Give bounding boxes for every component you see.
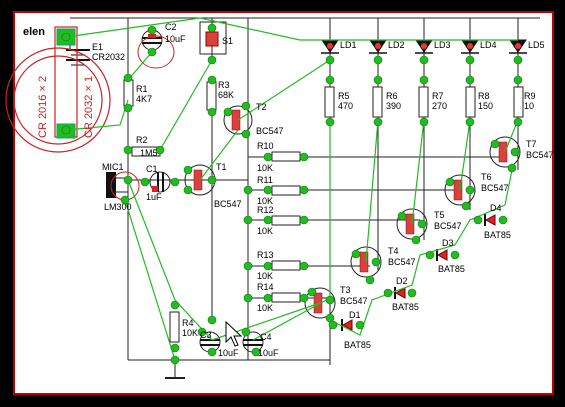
r4-label: R4 bbox=[182, 318, 194, 328]
t6-label: T6 bbox=[481, 172, 492, 182]
r10-label: R10 bbox=[257, 141, 274, 151]
r1-value: 4K7 bbox=[136, 94, 152, 104]
t2-label: T2 bbox=[256, 102, 267, 112]
r13-value: 10K bbox=[257, 271, 273, 281]
r6-label: R6 bbox=[386, 91, 398, 101]
d2-label: D2 bbox=[396, 276, 408, 286]
c2-value: 10uF bbox=[165, 34, 186, 44]
r12-value: 10K bbox=[257, 226, 273, 236]
r3-value: 68K bbox=[218, 90, 234, 100]
r7-value: 270 bbox=[432, 101, 447, 111]
t1-value: BC547 bbox=[214, 199, 242, 209]
r2-value: 1M5 bbox=[140, 148, 158, 158]
s1-label: S1 bbox=[222, 36, 233, 46]
green-pads bbox=[61, 23, 523, 365]
r7-label: R7 bbox=[432, 91, 444, 101]
t3-label: T3 bbox=[340, 285, 351, 295]
mouse-cursor-icon bbox=[225, 320, 243, 347]
t3-value: BC547 bbox=[340, 296, 368, 306]
r5-value: 470 bbox=[338, 101, 353, 111]
t4-value: BC547 bbox=[388, 257, 416, 267]
t7-value: BC547 bbox=[526, 150, 554, 160]
battery-ref: E1 bbox=[92, 42, 103, 52]
t6-value: BC547 bbox=[481, 183, 509, 193]
led-symbols bbox=[321, 39, 527, 54]
c4-label: C4 bbox=[260, 332, 272, 342]
r14-value: 10K bbox=[257, 303, 273, 313]
battery-note-2: CR 2032 × 1 bbox=[83, 76, 95, 138]
battery-pads bbox=[56, 28, 76, 139]
t4-label: T4 bbox=[388, 246, 399, 256]
r4-value: 10K bbox=[182, 328, 198, 338]
d1-label: D1 bbox=[349, 310, 361, 320]
schematic-traces bbox=[70, 17, 540, 379]
r11-label: R11 bbox=[257, 175, 273, 185]
led-label-5: LD5 bbox=[528, 40, 545, 50]
r6-value: 390 bbox=[386, 101, 401, 111]
d1-value: BAT85 bbox=[344, 340, 371, 350]
r8-label: R8 bbox=[478, 91, 490, 101]
led-label-3: LD3 bbox=[434, 40, 451, 50]
d4-label: D4 bbox=[490, 203, 502, 213]
d3-value: BAT85 bbox=[438, 264, 465, 274]
r12-label: R12 bbox=[257, 205, 274, 215]
c2-label: C2 bbox=[165, 22, 177, 32]
d3-label: D3 bbox=[442, 238, 454, 248]
switch-symbol bbox=[199, 21, 227, 55]
led-label-1: LD1 bbox=[340, 40, 357, 50]
r3-label: R3 bbox=[218, 80, 230, 90]
r2-label: R2 bbox=[136, 135, 148, 145]
c3-value: 10uF bbox=[218, 348, 239, 358]
d4-value: BAT85 bbox=[484, 230, 511, 240]
c1-label: C1 bbox=[146, 164, 158, 174]
r9-label: R9 bbox=[524, 91, 536, 101]
c4-value: 10uF bbox=[258, 348, 279, 358]
mic-ref: MIC1 bbox=[102, 162, 124, 172]
led-label-2: LD2 bbox=[388, 40, 405, 50]
r14-label: R14 bbox=[257, 282, 274, 292]
battery-outline bbox=[5, 26, 111, 153]
microphone-symbol bbox=[106, 172, 128, 198]
labels: elen E1 CR2032 CR 2016 × 2 CR 2032 × 1 C… bbox=[23, 22, 554, 358]
r5-label: R5 bbox=[338, 91, 350, 101]
logo: elen bbox=[23, 26, 45, 38]
t2-value: BC547 bbox=[256, 126, 284, 136]
d2-value: BAT85 bbox=[392, 302, 419, 312]
r11-value: 10K bbox=[257, 196, 273, 206]
t7-label: T7 bbox=[526, 139, 537, 149]
r8-value: 150 bbox=[478, 101, 493, 111]
battery-note-1: CR 2016 × 2 bbox=[37, 76, 49, 138]
mic-value: LM300 bbox=[104, 202, 132, 212]
r10-value: 10K bbox=[257, 163, 273, 173]
t1-label: T1 bbox=[216, 162, 227, 172]
transistor-symbols bbox=[184, 105, 521, 319]
c1-value: 1uF bbox=[146, 192, 162, 202]
diode-symbols bbox=[341, 214, 496, 331]
t5-label: T5 bbox=[434, 210, 445, 220]
led-label-4: LD4 bbox=[480, 40, 497, 50]
t5-value: BC547 bbox=[434, 221, 462, 231]
c3-label: C3 bbox=[200, 330, 212, 340]
r9-value: 10 bbox=[524, 101, 534, 111]
r1-label: R1 bbox=[136, 84, 148, 94]
r13-label: R13 bbox=[257, 250, 274, 260]
battery-value: CR2032 bbox=[92, 52, 125, 62]
transistor-pads bbox=[193, 109, 508, 314]
c2-outline bbox=[137, 35, 175, 69]
resistor-symbols bbox=[123, 79, 524, 343]
